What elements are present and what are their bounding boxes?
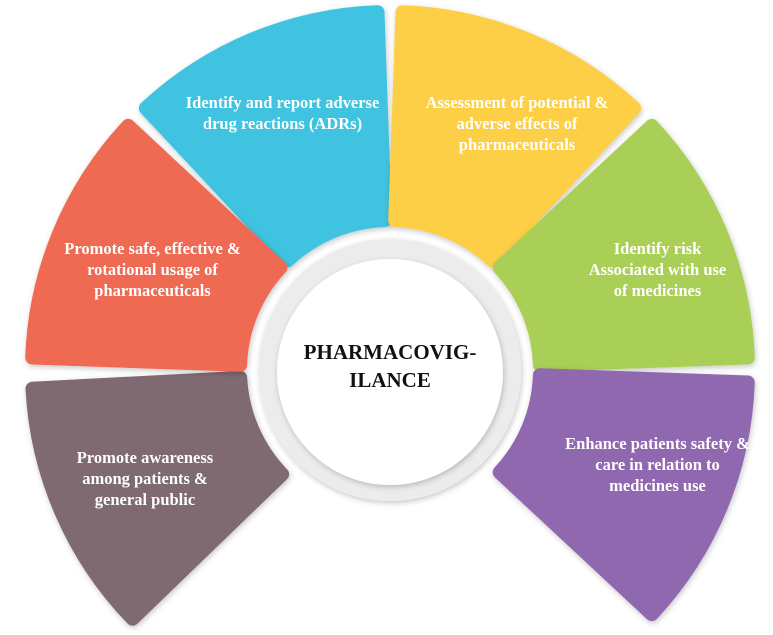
segment-patient-safety [492, 368, 755, 622]
segment-label-patient-safety: Enhance patients safety & care in relati… [565, 434, 750, 495]
segment-assessment [388, 5, 642, 268]
segment-label-report-adrs: Identify and report adverse drug reactio… [185, 93, 380, 133]
segment-safe-usage [25, 118, 288, 372]
center-title-line1: PHARMACOVIG- [303, 340, 477, 364]
segment-label-assessment: Assessment of potential & adverse effect… [425, 93, 609, 154]
segment-awareness [25, 370, 290, 626]
center-circle [277, 259, 503, 485]
segment-report-adrs [138, 5, 392, 268]
segment-label-identify-risk: Identify risk Associated with use of med… [588, 239, 727, 300]
segment-label-awareness: Promote awareness among patients & gener… [76, 448, 214, 509]
center-title-line2: ILANCE [349, 368, 431, 392]
center-title: PHARMACOVIG- ILANCE [270, 338, 510, 394]
segment-label-safe-usage: Promote safe, effective & rotational usa… [64, 239, 241, 300]
segment-identify-risk [492, 118, 755, 372]
